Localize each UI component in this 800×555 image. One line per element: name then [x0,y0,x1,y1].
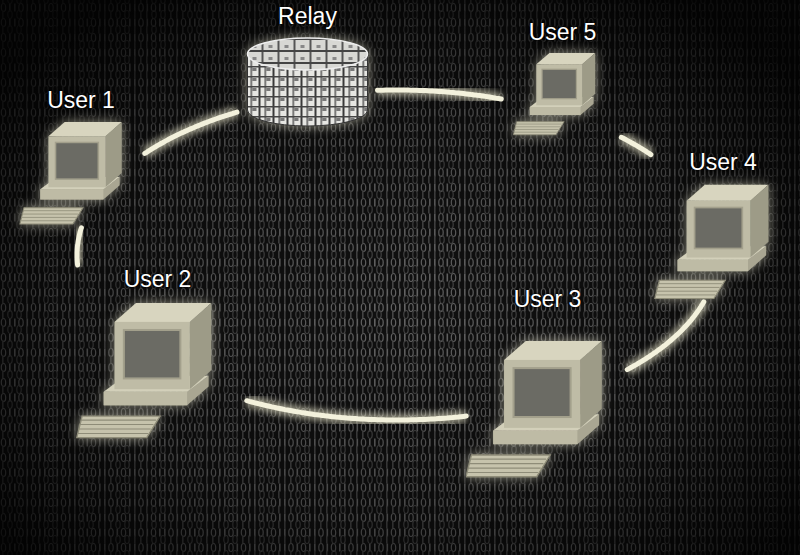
relay-server: Relay [236,2,379,132]
user-computer: User 1 [16,86,146,228]
computer-icon [501,48,624,138]
ring-link [145,112,237,153]
node-label: User 2 [66,265,249,293]
user-computer: User 5 [501,18,624,138]
ring-link [378,90,502,99]
ring-link [621,137,651,154]
computer-icon [466,315,629,500]
ring-glow [627,302,704,370]
ring-glow [77,228,81,265]
node-label: User 4 [650,148,796,176]
user-computer: User 3 [466,285,629,500]
ring-glow [247,401,466,420]
computer-icon [650,178,796,303]
node-label: User 1 [16,86,146,114]
ring-line [247,401,466,420]
computer-icon [16,116,146,228]
node-label: User 5 [501,18,624,46]
relay-cylinder [236,32,379,132]
ring-line [627,302,704,370]
ring-line [621,137,651,154]
ring-glow [378,90,502,99]
node-label: User 3 [466,285,629,313]
ring-glow [145,112,237,153]
user-computer: User 4 [650,148,796,303]
ring-line [77,228,81,265]
user-computer: User 2 [66,265,249,443]
ring-line [378,90,502,99]
node-label: Relay [236,2,379,30]
ring-link [627,302,704,370]
ring-link [247,401,466,420]
ring-line [145,112,237,153]
computer-icon [66,295,249,443]
ring-glow [621,137,651,154]
ring-link [77,228,81,265]
